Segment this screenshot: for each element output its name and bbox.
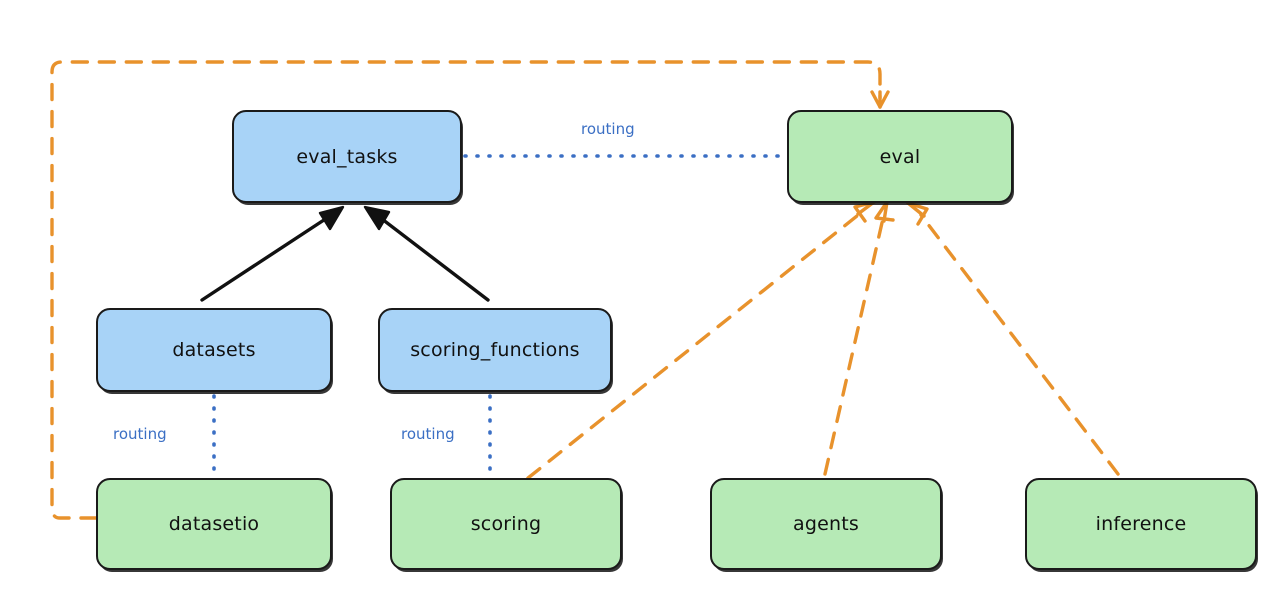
node-eval-tasks[interactable]: eval_tasks	[232, 110, 462, 203]
edge-label-routing-scoring: routing	[398, 425, 458, 443]
node-label-datasets: datasets	[172, 339, 256, 361]
node-eval[interactable]: eval	[787, 110, 1013, 203]
edge-datasets-to-eval-tasks	[200, 205, 345, 302]
node-label-scoring-functions: scoring_functions	[410, 339, 580, 361]
node-scoring-functions[interactable]: scoring_functions	[378, 308, 612, 392]
edge-inference-to-eval	[906, 201, 1120, 476]
node-agents[interactable]: agents	[710, 478, 942, 570]
node-label-agents: agents	[793, 513, 859, 535]
node-label-inference: inference	[1095, 513, 1187, 535]
node-label-datasetio: datasetio	[168, 513, 260, 535]
edge-scoring-functions-to-eval-tasks	[363, 205, 490, 302]
node-label-eval: eval	[879, 145, 921, 168]
node-datasetio[interactable]: datasetio	[96, 478, 332, 570]
edge-agents-to-eval	[823, 200, 895, 476]
edge-datasetio-to-eval	[50, 60, 890, 520]
node-label-eval-tasks: eval_tasks	[296, 145, 398, 168]
node-label-scoring: scoring	[470, 513, 542, 535]
edge-label-routing-datasetio: routing	[110, 425, 170, 443]
node-scoring[interactable]: scoring	[390, 478, 622, 570]
node-datasets[interactable]: datasets	[96, 308, 332, 392]
node-inference[interactable]: inference	[1025, 478, 1257, 570]
edge-label-routing-eval: routing	[578, 120, 638, 138]
edge-scoring-to-eval	[526, 200, 876, 480]
